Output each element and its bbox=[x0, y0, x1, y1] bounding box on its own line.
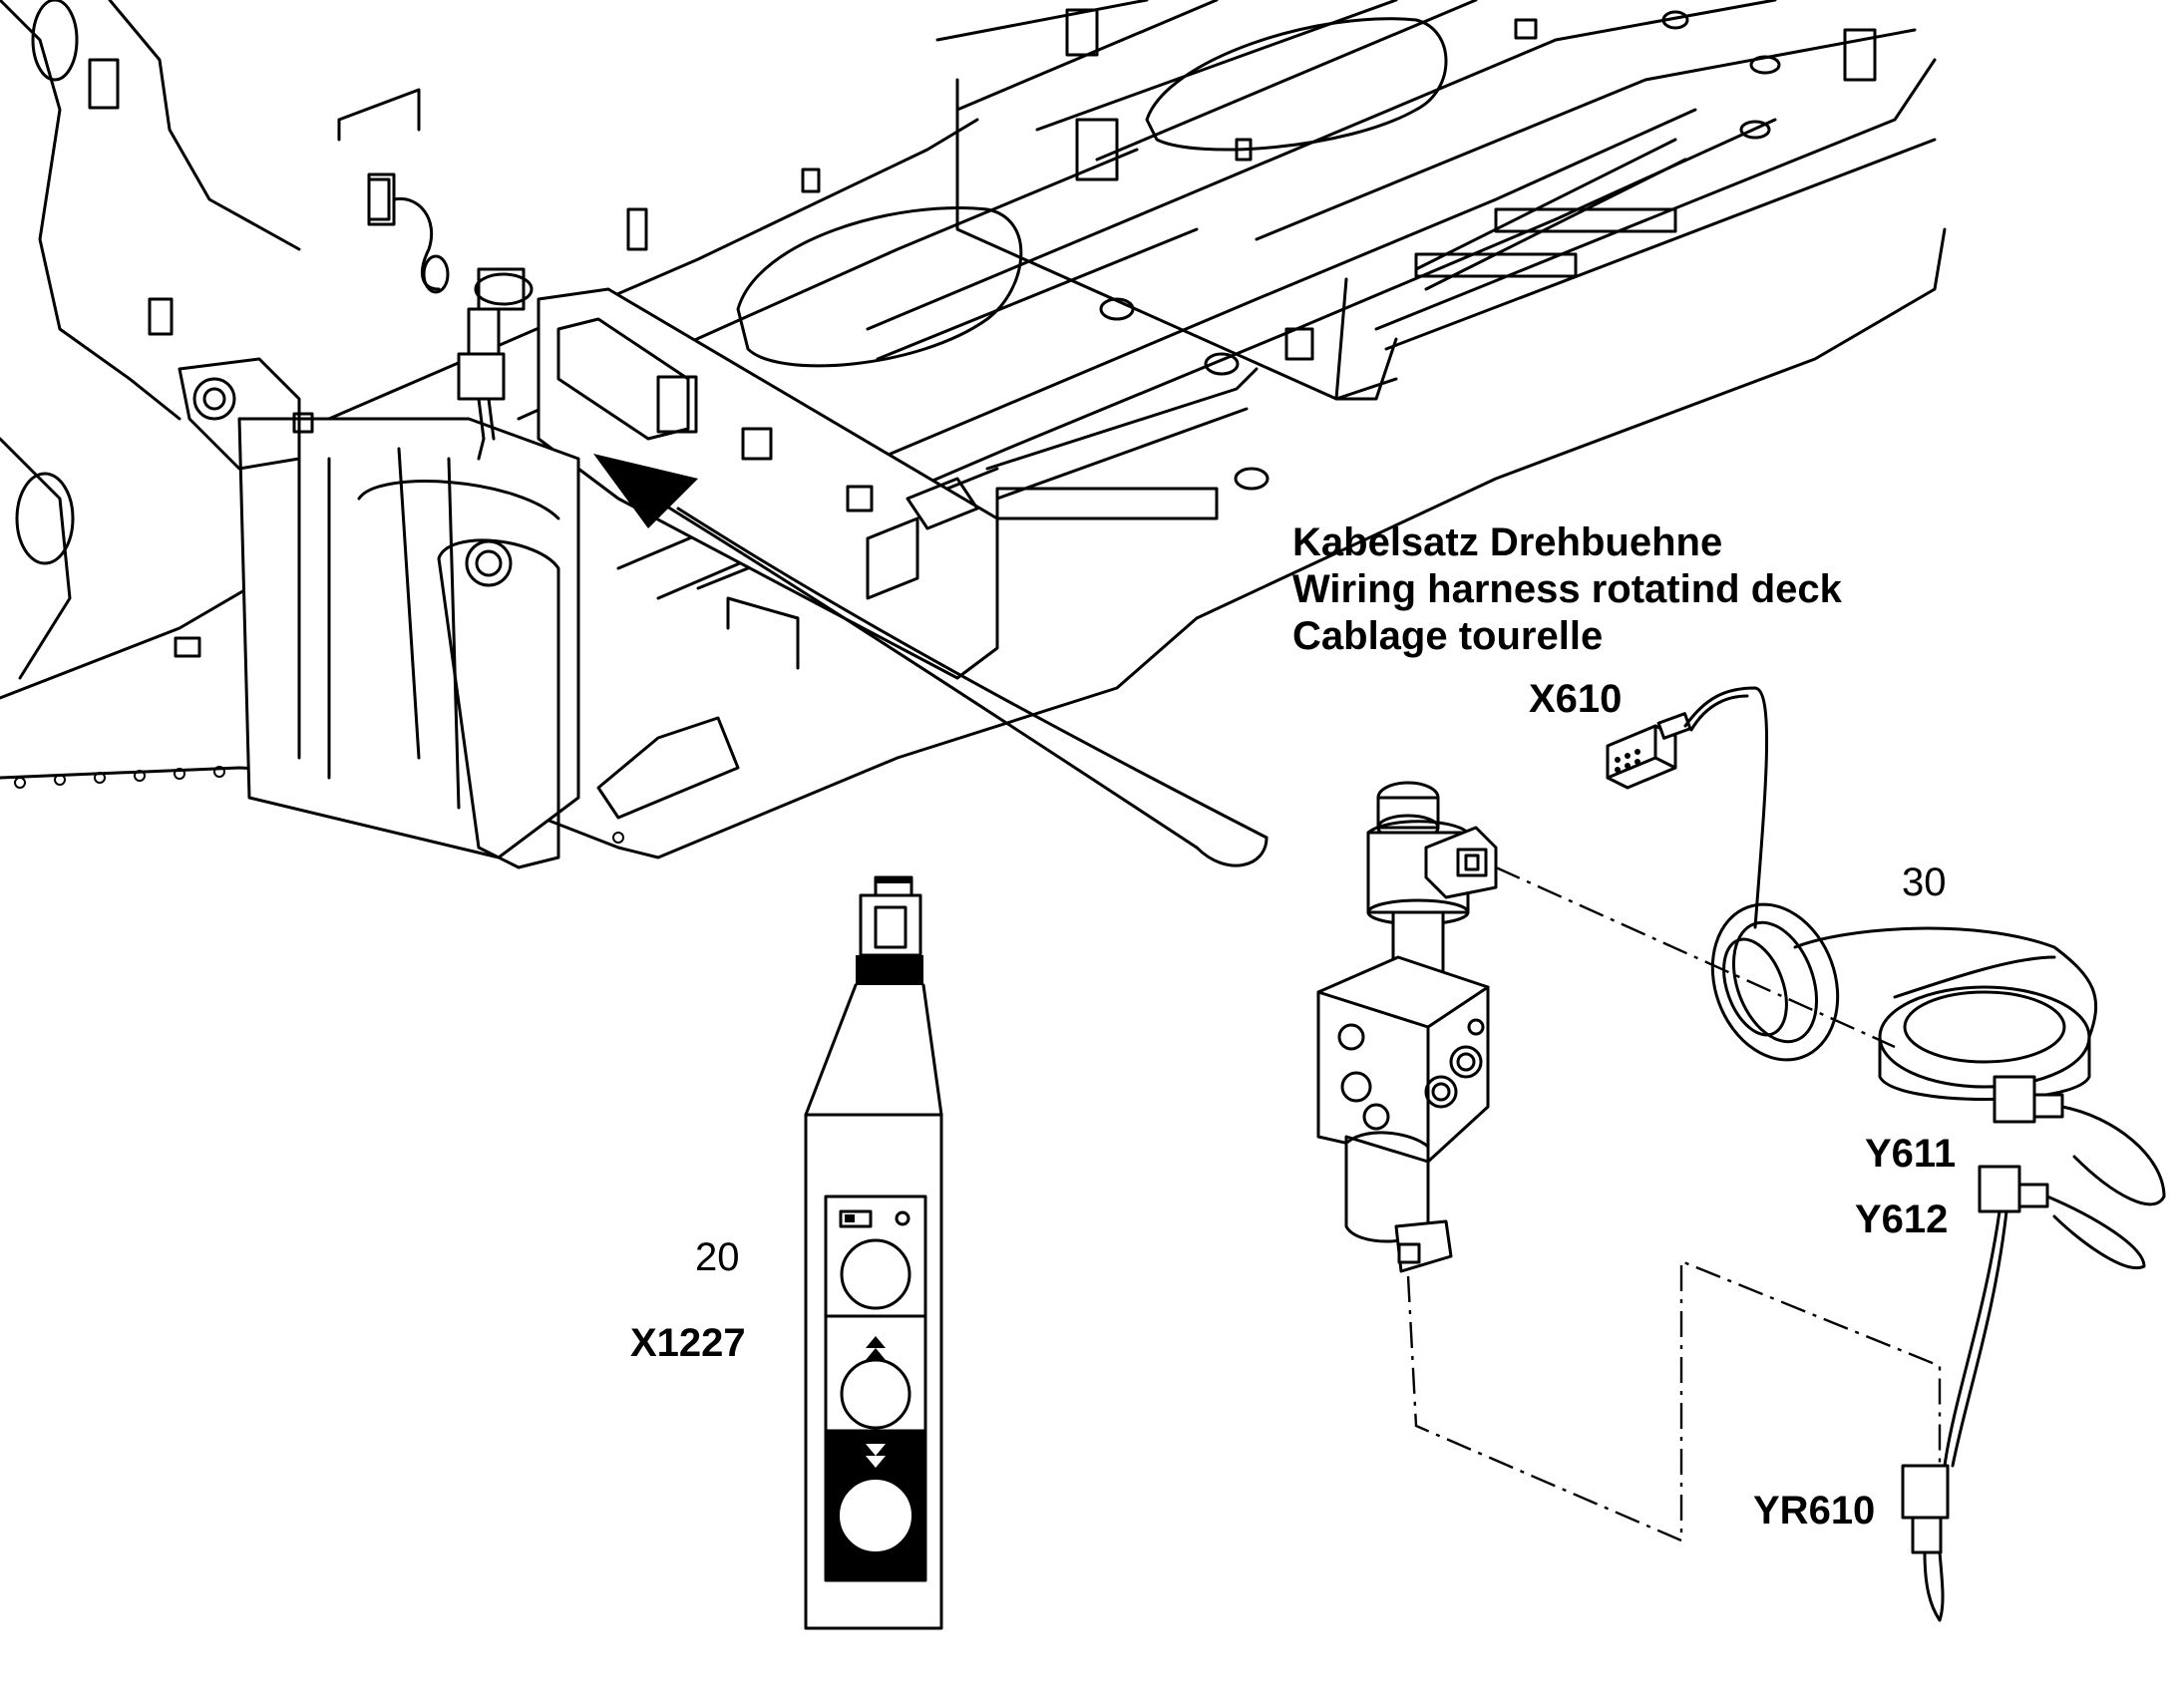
callout-labels: X610 30 Y611 Y612 YR610 20 X1227 bbox=[630, 677, 1956, 1533]
label-x610: X610 bbox=[1529, 677, 1622, 721]
label-item-20: 20 bbox=[695, 1235, 740, 1279]
title-fr: Cablage tourelle bbox=[1292, 614, 1603, 658]
label-yr610: YR610 bbox=[1753, 1489, 1875, 1533]
connector-yr610 bbox=[1901, 1464, 1950, 1622]
view-direction-arrow bbox=[593, 454, 1269, 867]
title-en: Wiring harness rotatind deck bbox=[1292, 567, 1843, 611]
title-block: Kabelsatz Drehbuehne Wiring harness rota… bbox=[1292, 520, 1843, 658]
leader-lines bbox=[1406, 865, 1942, 1542]
wiring-harness-30 bbox=[1606, 686, 2166, 1622]
connector-x610 bbox=[1606, 712, 1692, 790]
connector-y612 bbox=[1978, 1165, 2146, 1270]
connector-y611 bbox=[1993, 1075, 2166, 1206]
label-y612: Y612 bbox=[1855, 1197, 1948, 1241]
solenoid-plug bbox=[1424, 826, 1498, 899]
pendant-controller-20 bbox=[804, 875, 943, 1630]
studs bbox=[88, 8, 1877, 820]
label-x1227: X1227 bbox=[630, 1321, 746, 1365]
valve-assembly bbox=[1316, 781, 1498, 1273]
mounted-valve-small bbox=[367, 172, 534, 461]
label-item-30: 30 bbox=[1902, 860, 1947, 904]
label-y611: Y611 bbox=[1865, 1132, 1956, 1176]
rotating-deck-frame bbox=[0, 0, 1947, 869]
title-de: Kabelsatz Drehbuehne bbox=[1292, 520, 1722, 564]
